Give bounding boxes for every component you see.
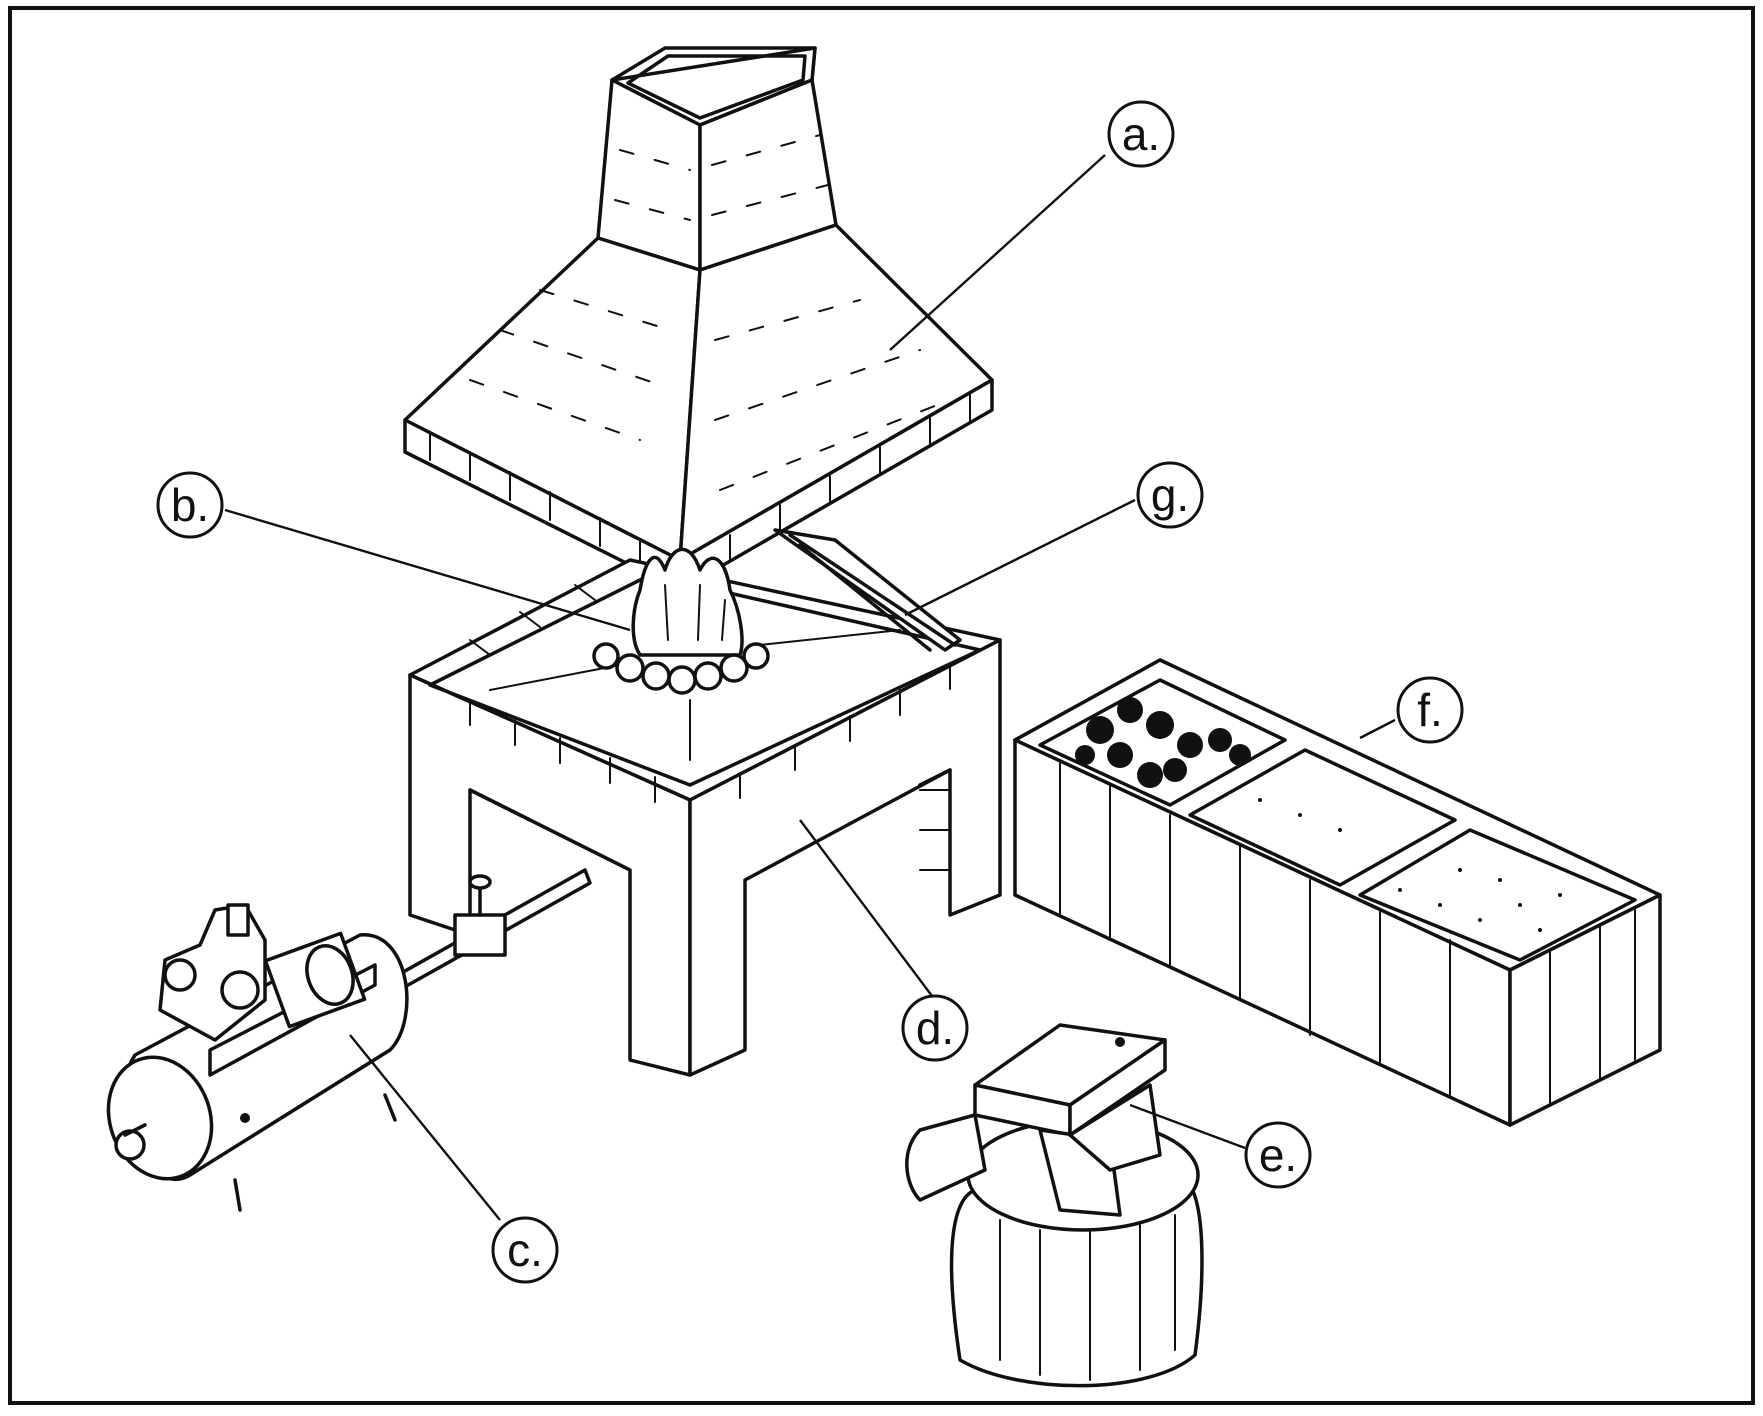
sand — [1258, 798, 1562, 932]
coal — [1075, 697, 1251, 788]
tongs — [773, 528, 962, 652]
label-c: c. — [491, 1216, 559, 1284]
label-f: f. — [1396, 676, 1464, 744]
label-e-text: e. — [1259, 1129, 1297, 1181]
label-b-text: b. — [171, 479, 209, 531]
leader-e — [1129, 1103, 1246, 1150]
label-d: d. — [901, 994, 969, 1062]
label-a-text: a. — [1122, 108, 1160, 160]
anvil — [905, 1023, 1167, 1217]
quench-tank — [1013, 658, 1662, 1127]
leader-d — [799, 819, 936, 1001]
leader-g — [904, 498, 1136, 617]
label-c-text: c. — [507, 1224, 543, 1276]
label-e: e. — [1244, 1121, 1312, 1189]
leader-b — [224, 508, 631, 632]
chimney — [596, 46, 838, 272]
label-b: b. — [156, 471, 224, 539]
air-pipe — [378, 868, 592, 1000]
label-g: g. — [1136, 461, 1204, 529]
leader-a — [889, 154, 1106, 351]
hood — [403, 223, 994, 592]
figure-frame — [8, 6, 1755, 1405]
label-f-text: f. — [1417, 684, 1443, 736]
air-compressor — [106, 903, 409, 1212]
leader-f — [1359, 718, 1396, 740]
label-d-text: d. — [916, 1002, 954, 1054]
fire-coals — [592, 547, 770, 695]
label-a: a. — [1107, 100, 1175, 168]
leader-c — [349, 1034, 501, 1221]
label-g-text: g. — [1151, 469, 1189, 521]
